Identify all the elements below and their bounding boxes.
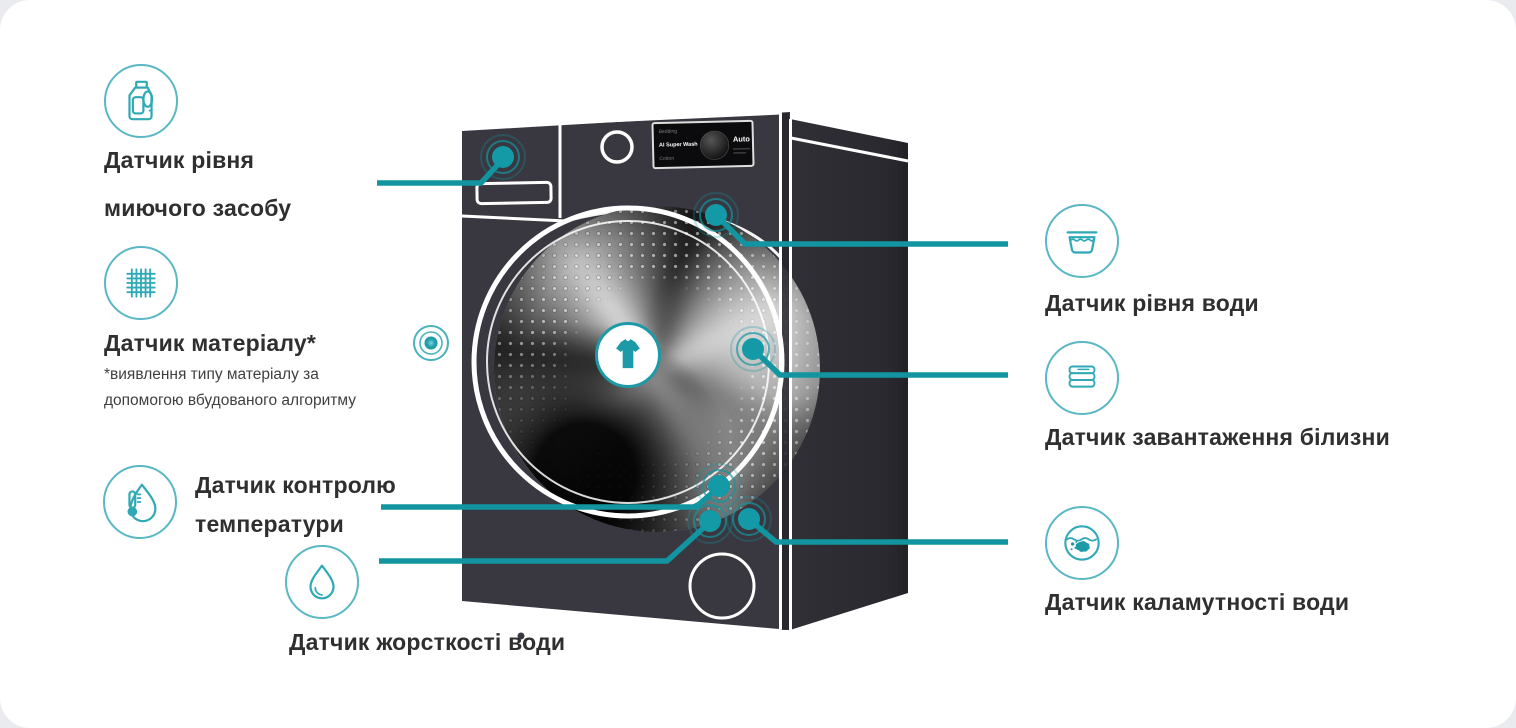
sensor-dot-material — [413, 325, 449, 361]
connector-detergent-level — [377, 156, 507, 186]
label-line: Датчик рівня води — [1045, 290, 1259, 316]
display-detail-bar — [733, 151, 747, 154]
display-program-row: Cotton — [659, 155, 675, 162]
label-line: Датчик матеріалу* — [104, 330, 317, 356]
label-line: Датчик жорсткості води — [289, 629, 566, 655]
sensor-label-water-level: Датчик рівня води — [1045, 290, 1259, 317]
sensor-dot-detergent-level — [480, 134, 526, 180]
display-selected-program: AI Super Wash — [658, 141, 698, 149]
control-knob — [600, 130, 634, 164]
label-line: миючого засобу — [104, 195, 292, 221]
footnote-line: *виявлення типу матеріалу за — [104, 366, 319, 383]
pump-door — [688, 552, 756, 620]
display-program-row: Bedding — [658, 128, 678, 135]
sensor-label-detergent-level: Датчик рівня миючого засобу — [104, 147, 291, 222]
material-footnote: *виявлення типу матеріалу за допомогою в… — [104, 362, 356, 414]
label-line: Датчик каламутності води — [1045, 589, 1350, 615]
display-detail-bar — [733, 147, 751, 150]
t-shirt-icon — [616, 338, 640, 369]
footnote-line: допомогою вбудованого алгоритму — [104, 392, 356, 409]
display-mode-label: Auto — [732, 134, 751, 144]
connector-water-turbidity — [748, 517, 1008, 545]
fabric-weave-icon — [104, 246, 178, 320]
detergent-drawer — [475, 180, 553, 206]
t-shirt-badge — [595, 322, 661, 388]
thermometer-drop-icon — [103, 465, 177, 539]
display-dial-graphic — [699, 130, 730, 161]
folded-laundry-icon — [1045, 341, 1119, 415]
sensor-label-water-turbidity: Датчик каламутності води — [1045, 589, 1349, 616]
turbid-water-icon — [1045, 506, 1119, 580]
sensor-label-water-hardness: Датчик жорсткості води — [289, 629, 565, 656]
water-basin-icon — [1045, 204, 1119, 278]
label-line: Датчик рівня — [104, 147, 255, 173]
sensor-label-temperature: Датчик контролю температури — [195, 472, 396, 538]
control-display: Bedding AI Super Wash Cotton Auto — [651, 119, 755, 170]
detergent-bottle-icon — [104, 64, 178, 138]
display-content: Bedding AI Super Wash Cotton Auto — [653, 122, 754, 170]
label-line: температури — [195, 511, 345, 537]
label-line: Датчик контролю — [195, 472, 397, 498]
label-line: Датчик завантаження білизни — [1045, 424, 1390, 450]
sensor-label-laundry-load: Датчик завантаження білизни — [1045, 424, 1390, 451]
sensor-label-material: Датчик матеріалу* — [104, 330, 316, 357]
water-drop-icon — [285, 545, 359, 619]
panel-bottom-line — [461, 214, 567, 223]
side-trim-line — [790, 136, 909, 163]
